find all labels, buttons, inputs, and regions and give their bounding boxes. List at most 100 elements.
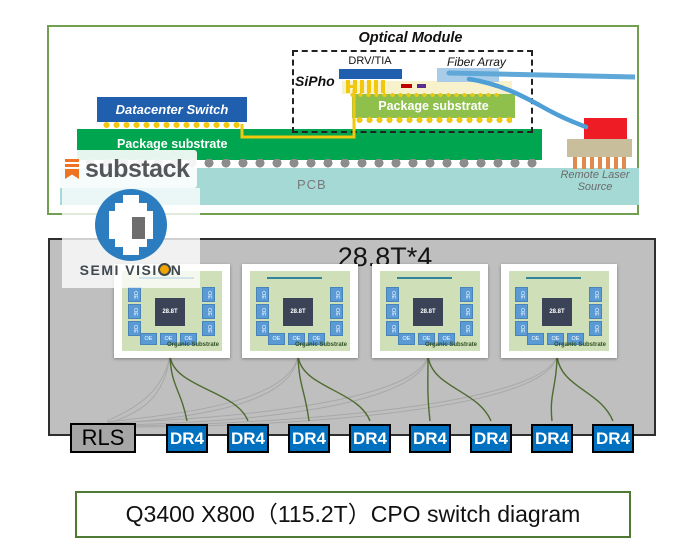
dr4-module: DR4 [531,424,573,453]
oe-module: OE [460,304,473,319]
oe-module: OE [128,287,141,302]
substack-icon [65,158,79,179]
red-component [401,84,412,88]
main-package-substrate-label: Package substrate [117,137,228,151]
yellow-pad [495,85,503,88]
copper-pillar [381,80,385,93]
optical-module-label: Optical Module [358,30,463,46]
oe-module: OE [330,304,343,319]
oe-module: OE [128,304,141,319]
laser-pin [573,157,577,169]
oe-module: OE [160,333,177,345]
copper-pillar [360,80,364,93]
oe-module: OE [180,333,197,345]
substack-watermark: substack [57,150,197,188]
substrate-top-line [267,277,322,279]
yellow-pad [347,85,355,88]
laser-pin [582,157,586,169]
organic-substrate: OE OE OE OE OE OE 28.8T OE OE OE Organic… [250,271,350,351]
switch-package-panel: 28.8T*4 [48,238,656,436]
laser-pin [590,157,594,169]
oe-module: OE [589,304,602,319]
oe-module: OE [418,333,435,345]
oe-module: OE [589,321,602,336]
dr4-module: DR4 [227,424,269,453]
oe-module: OE [438,333,455,345]
switch-die: 28.8T [413,298,443,326]
switch-die: 28.8T [283,298,313,326]
oe-module: OE [128,321,141,336]
chip-package-card: OE OE OE OE OE OE 28.8T OE OE OE Organic… [242,264,358,358]
oe-module: OE [515,304,528,319]
oe-module: OE [460,287,473,302]
oe-module: OE [386,287,399,302]
laser-substrate [567,139,632,157]
dr4-module: DR4 [288,424,330,453]
dr4-module: DR4 [470,424,512,453]
datacenter-switch-box: Datacenter Switch [97,97,247,122]
oe-module: OE [256,321,269,336]
switch-die: 28.8T [542,298,572,326]
substack-wordmark: substack [85,154,190,183]
oe-module: OE [140,333,157,345]
fiber-array-block [437,68,499,82]
oe-module: OE [515,287,528,302]
oe-module: OE [398,333,415,345]
rls-fiber-bundle [106,355,558,428]
sipho-microbump-row [349,92,501,98]
oe-module: OE [567,333,584,345]
switch-bump-row [102,122,242,129]
copper-pillar [374,80,378,93]
oe-module: OE [202,304,215,319]
diagram-caption: Q3400 X800（115.2T）CPO switch diagram [75,491,631,538]
oe-module: OE [460,321,473,336]
oe-module: OE [547,333,564,345]
oe-module: OE [256,287,269,302]
module-bump-row [355,117,512,124]
oe-module: OE [589,287,602,302]
dr4-module: DR4 [592,424,634,453]
copper-pillar [367,80,371,93]
sipho-label: SiPho [295,73,335,89]
drv-tia-chip [339,69,402,79]
laser-pin [614,157,618,169]
laser-pin [606,157,610,169]
oe-module: OE [202,287,215,302]
oe-module: OE [268,333,285,345]
switch-die: 28.8T [155,298,185,326]
chip-package-card: OE OE OE OE OE OE 28.8T OE OE OE Organic… [501,264,617,358]
semi-vision-logo-icon [95,189,167,261]
organic-substrate: OE OE OE OE OE OE 28.8T OE OE OE Organic… [509,271,609,351]
semi-vision-o-dot [157,263,171,276]
oe-module: OE [527,333,544,345]
rls-module: RLS [70,423,136,453]
fiber-array-label: Fiber Array [447,55,506,69]
organic-substrate-label: Organic Substrate [424,342,477,348]
chip-package-card: OE OE OE OE OE OE 28.8T OE OE OE Organic… [372,264,488,358]
dr4-module: DR4 [409,424,451,453]
drv-tia-label: DRV/TIA [348,55,392,67]
dr4-module: DR4 [349,424,391,453]
laser-die [584,118,627,139]
oe-module: OE [386,304,399,319]
oe-module: OE [256,304,269,319]
dr4-module: DR4 [166,424,208,453]
oe-module: OE [288,333,305,345]
substrate-top-line [526,277,581,279]
organic-substrate: OE OE OE OE OE OE 28.8T OE OE OE Organic… [380,271,480,351]
organic-substrate-label: Organic Substrate [166,342,219,348]
oe-module: OE [386,321,399,336]
copper-pillar [353,80,357,93]
laser-pin [622,157,626,169]
substrate-top-line [397,277,452,279]
remote-laser-source-label: Remote Laser Source [560,169,630,193]
oe-module: OE [202,321,215,336]
oe-module: OE [308,333,325,345]
purple-component [417,84,426,88]
oe-module: OE [330,287,343,302]
organic-substrate-label: Organic Substrate [553,342,606,348]
bga-ball-row [82,159,542,169]
